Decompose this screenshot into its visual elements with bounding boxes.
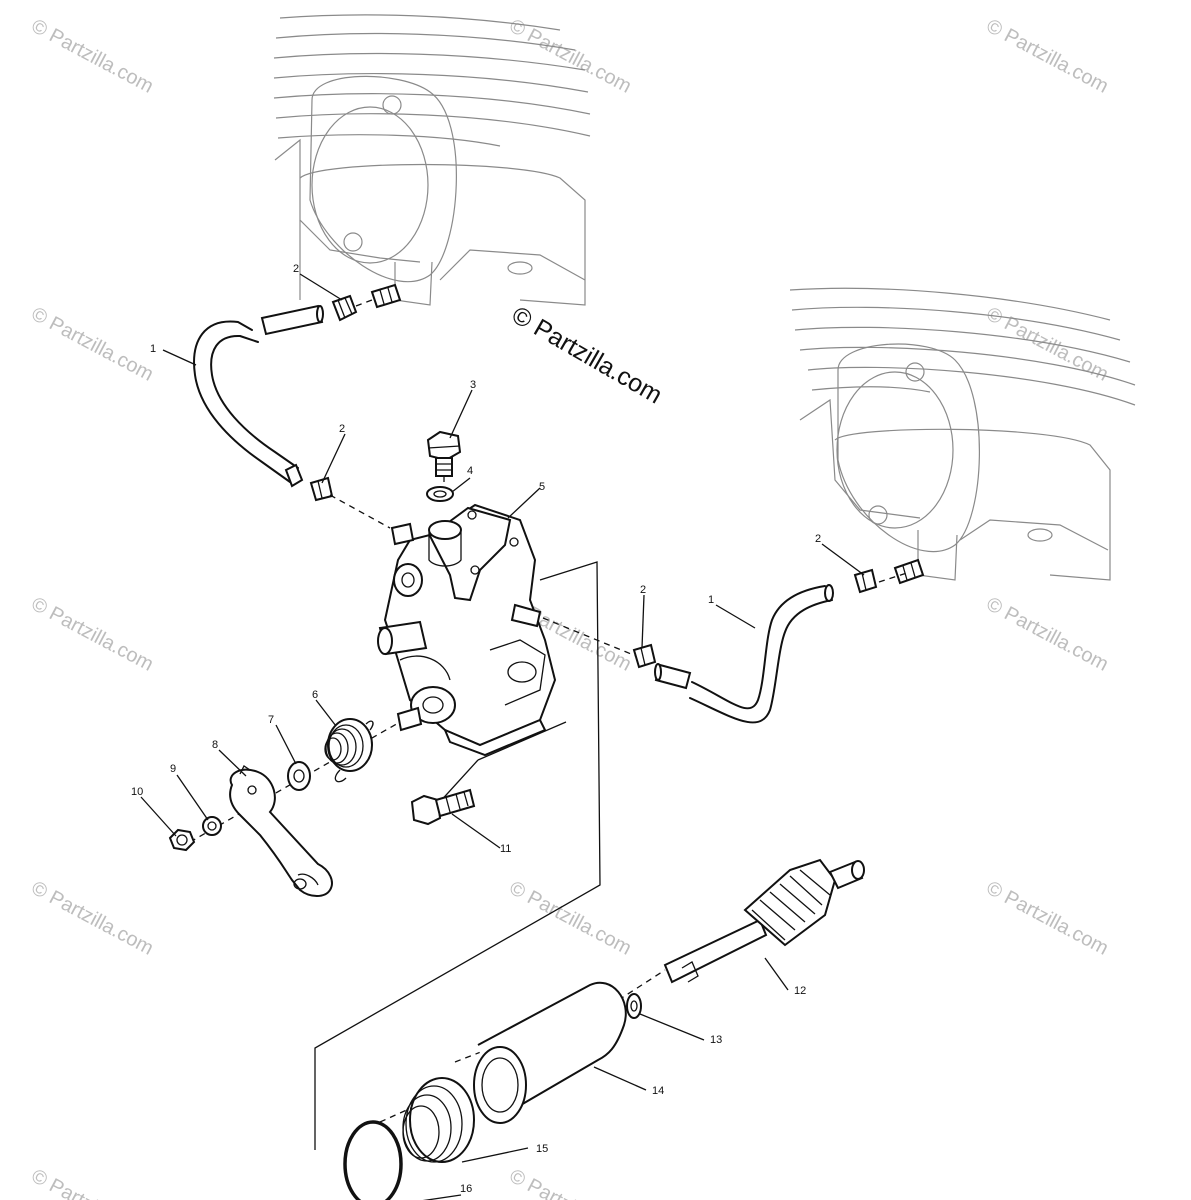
- thrust-washer: [626, 993, 642, 1019]
- partzilla-watermark: © Partzilla.com: [507, 301, 667, 409]
- assembly-guide-lines: [189, 299, 911, 1123]
- oil-seal: [402, 1077, 475, 1163]
- watermark: © Partzilla.com: [506, 877, 635, 960]
- callout-5: 5: [539, 481, 545, 493]
- callout-1: 1: [708, 594, 714, 606]
- callout-10: 10: [131, 786, 143, 798]
- lever-washer: [202, 816, 222, 836]
- callout-11: 11: [500, 843, 511, 855]
- callout-7: 7: [268, 714, 274, 726]
- watermark: © Partzilla.com: [983, 877, 1112, 960]
- pump-drive-gear: [663, 858, 865, 984]
- oil-line-right: [654, 584, 834, 724]
- callout-9: 9: [170, 763, 176, 775]
- cylinder-upper-left: [273, 14, 591, 306]
- spring-washer: [287, 761, 311, 791]
- callout-3: 3: [470, 379, 476, 391]
- oil-pump-body: [377, 503, 557, 757]
- hose-clamp: [331, 294, 358, 322]
- watermark: © Partzilla.com: [28, 303, 157, 386]
- callout-16: 16: [460, 1183, 472, 1195]
- watermark: © Partzilla.com: [983, 593, 1112, 676]
- callout-1: 1: [150, 343, 156, 355]
- callout-6: 6: [312, 689, 318, 701]
- oil-line-left: [193, 304, 324, 488]
- o-ring: [343, 1120, 403, 1200]
- cylinder-fitting-right: [893, 558, 925, 585]
- watermark: © Partzilla.com: [506, 15, 635, 98]
- watermark: © Partzilla.com: [28, 1165, 157, 1200]
- hose-clamp: [309, 476, 334, 502]
- callout-2: 2: [640, 584, 646, 596]
- lever-nut: [168, 828, 196, 852]
- watermark: © Partzilla.com: [28, 593, 157, 676]
- callout-12: 12: [794, 985, 806, 997]
- callout-15: 15: [536, 1143, 548, 1155]
- hose-clamp: [853, 568, 878, 594]
- watermark: © Partzilla.com: [983, 15, 1112, 98]
- callout-13: 13: [710, 1034, 722, 1046]
- callout-8: 8: [212, 739, 218, 751]
- callout-2: 2: [339, 423, 345, 435]
- callout-2: 2: [293, 263, 299, 275]
- cylinder-fitting-left: [370, 283, 402, 309]
- pump-collar: [473, 981, 627, 1124]
- cylinder-right: [789, 287, 1136, 581]
- bleed-bolt: [426, 430, 462, 477]
- watermark: © Partzilla.com: [506, 1165, 635, 1200]
- watermark: © Partzilla.com: [28, 15, 157, 98]
- hose-clamp: [632, 643, 657, 669]
- callout-2: 2: [815, 533, 821, 545]
- watermark: © Partzilla.com: [28, 877, 157, 960]
- callout-4: 4: [467, 465, 473, 477]
- callout-14: 14: [652, 1085, 664, 1097]
- pump-control-lever: [229, 765, 333, 897]
- pump-mounting-bolt: [410, 788, 476, 826]
- return-spring: [324, 718, 374, 783]
- callout-labels: 1 2 2 3 4 5 6 7 8 9 10 11 2 1 2 12 13 14…: [131, 263, 821, 1195]
- sealing-washer: [426, 486, 454, 502]
